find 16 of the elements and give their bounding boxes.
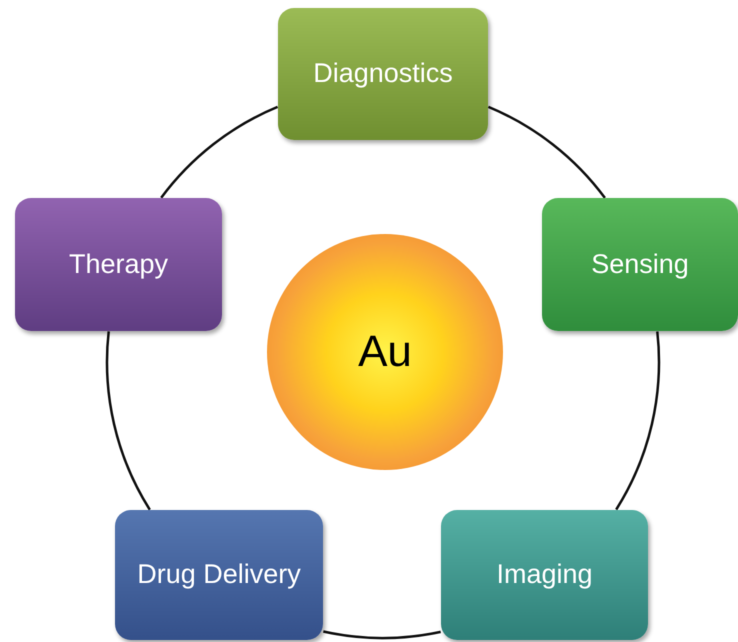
node-label: Au xyxy=(357,326,413,378)
process-box xyxy=(441,510,648,640)
connector-arc xyxy=(615,331,660,510)
process-box xyxy=(278,8,488,140)
process-box xyxy=(542,198,738,331)
node-label: Imaging xyxy=(495,558,594,592)
connector-arc xyxy=(160,106,278,199)
node-label: Sensing xyxy=(590,248,690,281)
connector-arc xyxy=(106,331,151,510)
node-label: Diagnostics xyxy=(312,57,454,90)
process-box xyxy=(115,510,323,640)
connector-arc xyxy=(488,106,606,199)
process-box xyxy=(15,198,222,331)
node-label: Therapy xyxy=(68,248,170,281)
node-label: Drug Delivery xyxy=(136,558,302,592)
connector-arc xyxy=(323,630,441,640)
